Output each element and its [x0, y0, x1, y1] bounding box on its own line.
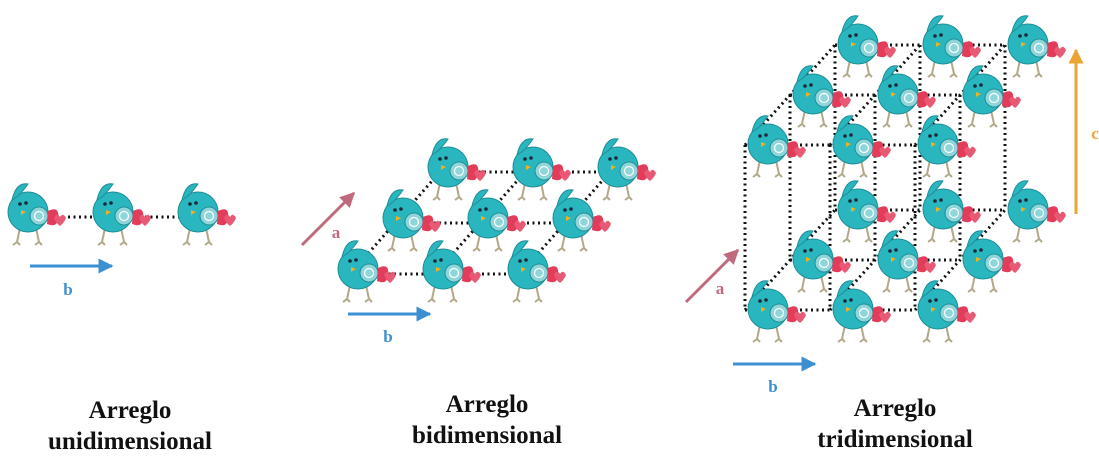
- bird-icon: [92, 182, 152, 246]
- bird-icon: [837, 179, 897, 243]
- three-d-lattice: a b c: [684, 14, 1099, 396]
- bird-icon: [837, 14, 897, 78]
- bird-icon: [512, 137, 572, 201]
- one-d-birds: [7, 182, 237, 246]
- vector-b-label: b: [383, 327, 392, 346]
- bird-icon: [922, 179, 982, 243]
- bird-icon: [877, 64, 937, 128]
- bird-icon: [7, 182, 67, 246]
- two-d-caption-line1: Arreglo: [445, 391, 529, 418]
- bird-icon: [792, 64, 852, 128]
- vector-a-arrow: [300, 191, 356, 247]
- vector-c-label: c: [1091, 124, 1099, 143]
- one-d-lattice: b: [7, 182, 237, 299]
- three-d-caption-line1: Arreglo: [853, 395, 937, 422]
- bird-icon: [962, 64, 1022, 128]
- one-d-caption-line1: Arreglo: [88, 397, 172, 424]
- one-d-caption: Arreglo unidimensional: [25, 395, 235, 457]
- bird-icon: [747, 114, 807, 178]
- vector-b-label: b: [63, 280, 72, 299]
- bird-icon: [877, 229, 937, 293]
- vector-a-label: a: [332, 223, 341, 242]
- bird-icon: [337, 239, 397, 303]
- one-d-caption-line2: unidimensional: [48, 428, 212, 455]
- bird-icon: [597, 137, 657, 201]
- bird-icon: [552, 188, 612, 252]
- two-d-lattice: a b: [300, 137, 657, 346]
- bird-icon: [917, 279, 977, 343]
- bird-icon: [422, 239, 482, 303]
- vector-b-label: b: [768, 377, 777, 396]
- bird-icon: [917, 114, 977, 178]
- bird-icon: [747, 279, 807, 343]
- three-d-birds-top: [747, 14, 1067, 178]
- three-d-caption-line2: tridimensional: [817, 426, 973, 453]
- bird-icon: [507, 239, 567, 303]
- bird-icon: [427, 137, 487, 201]
- bird-icon: [792, 229, 852, 293]
- bird-icon: [832, 114, 892, 178]
- three-d-birds-bottom: [747, 179, 1067, 343]
- bird-icon: [832, 279, 892, 343]
- bird-icon: [1007, 179, 1067, 243]
- bird-icon: [177, 182, 237, 246]
- bird-icon: [382, 188, 442, 252]
- two-d-caption: Arreglo bidimensional: [382, 389, 592, 451]
- bird-icon: [922, 14, 982, 78]
- two-d-birds: [337, 137, 657, 303]
- bird-icon: [1007, 14, 1067, 78]
- two-d-caption-line2: bidimensional: [411, 422, 563, 449]
- bird-icon: [962, 229, 1022, 293]
- vector-a-label: a: [716, 279, 725, 298]
- three-d-caption: Arreglo tridimensional: [785, 393, 1005, 455]
- bird-icon: [467, 188, 527, 252]
- vector-a-arrow: [684, 248, 740, 304]
